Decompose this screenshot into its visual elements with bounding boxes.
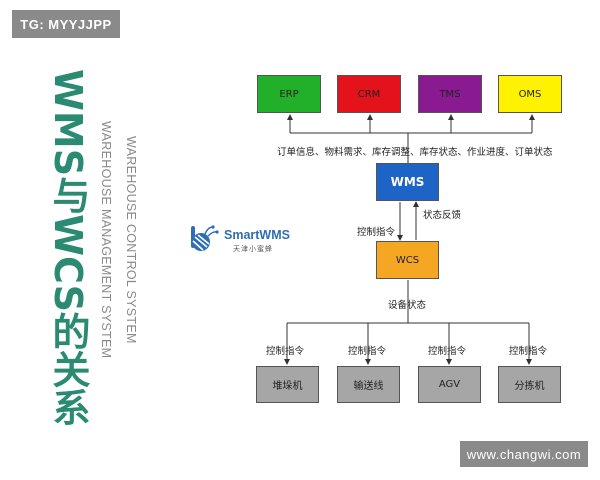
device-label: 输送线 xyxy=(353,381,384,392)
logo-chinese-name: 天津小蜜蜂 xyxy=(233,245,273,253)
device-box-agv: AGV xyxy=(418,366,481,403)
device-box-conveyor: 输送线 xyxy=(337,366,400,403)
device-box-stacker-crane: 堆垛机 xyxy=(256,366,319,403)
device-command-label: 控制指令 xyxy=(509,346,548,357)
device-label: 分拣机 xyxy=(514,381,545,392)
subtitle-wms: WAREHOUSE MANAGEMENT SYSTEM xyxy=(99,121,113,359)
watermark-badge-url: www.changwi.com xyxy=(460,441,588,467)
smartwms-logo: SmartWMS 天津小蜜蜂 xyxy=(187,222,297,256)
logo-name: SmartWMS xyxy=(224,228,290,242)
device-status-label: 设备状态 xyxy=(388,300,427,311)
system-box-erp: ERP xyxy=(257,75,321,113)
status-feedback-label: 状态反馈 xyxy=(423,210,462,221)
device-command-label: 控制指令 xyxy=(428,346,467,357)
control-command-label: 控制指令 xyxy=(357,227,396,238)
top-flow-label: 订单信息、物料需求、库存调整、库存状态、作业进度、订单状态 xyxy=(277,147,553,158)
bee-logo-icon xyxy=(191,225,219,251)
device-label: AGV xyxy=(438,379,461,390)
system-label-erp: ERP xyxy=(279,88,299,100)
wcs-label: WCS xyxy=(395,254,420,266)
system-box-tms: TMS xyxy=(418,75,482,113)
system-box-crm: CRM xyxy=(337,75,401,113)
device-command-label: 控制指令 xyxy=(266,346,305,357)
wms-box: WMS xyxy=(376,163,439,201)
system-label-oms: OMS xyxy=(518,88,542,100)
device-command-label: 控制指令 xyxy=(348,346,387,357)
system-label-crm: CRM xyxy=(357,88,381,100)
device-box-sorter: 分拣机 xyxy=(498,366,561,403)
system-label-tms: TMS xyxy=(439,88,461,100)
device-label: 堆垛机 xyxy=(272,381,303,392)
system-box-oms: OMS xyxy=(498,75,562,113)
vertical-title: WMS与WCS的关系 xyxy=(46,68,90,426)
subtitle-wcs: WAREHOUSE CONTROL SYSTEM xyxy=(124,136,138,344)
watermark-badge-top: TG: MYYJJPP xyxy=(12,10,120,38)
wms-label: WMS xyxy=(390,175,425,189)
wcs-box: WCS xyxy=(376,241,439,279)
